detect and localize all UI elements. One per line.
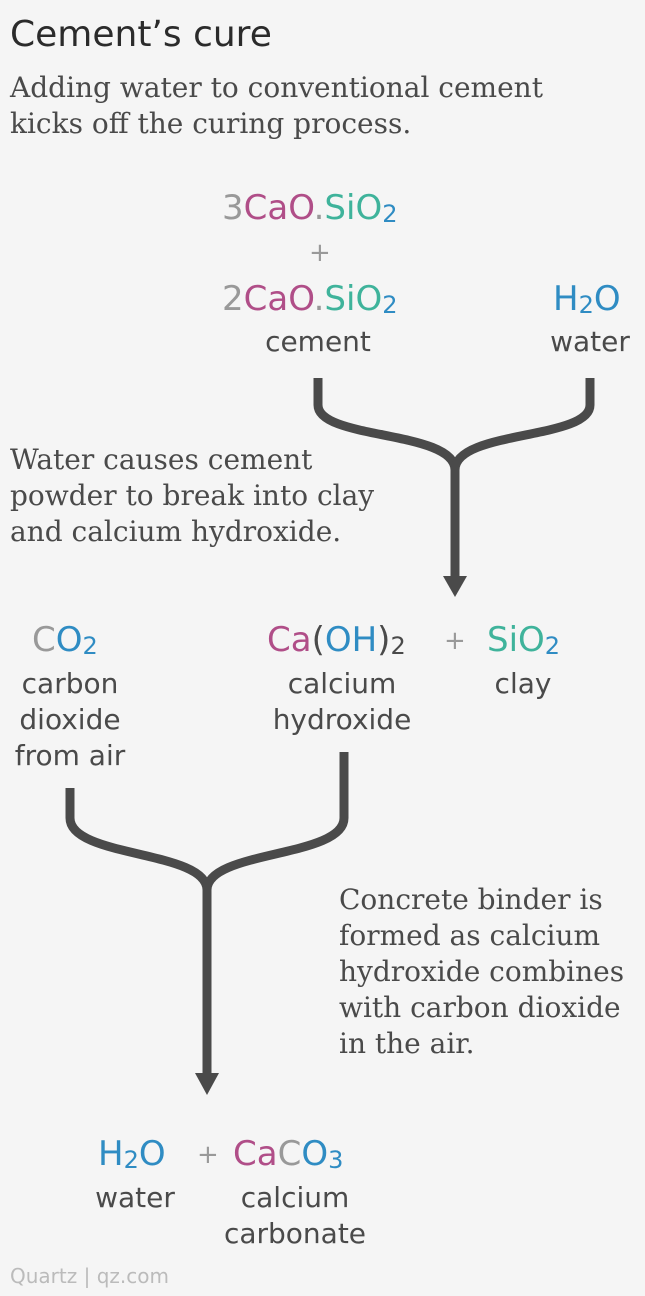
carbon-dioxide-formula: CO2	[32, 620, 98, 660]
note-binder-formation: Concrete binder is formed as calcium hyd…	[339, 883, 625, 1060]
calcium-hydroxide-label-line2: hydroxide	[272, 703, 412, 736]
silicon-dioxide-formula: SiO2	[487, 620, 561, 660]
calcium-carbonate-label-line1: calcium	[240, 1181, 350, 1214]
arrow-caoh2-branch	[202, 752, 349, 891]
plus-sign: +	[197, 1140, 219, 1170]
source-credit: Quartz | qz.com	[10, 1264, 169, 1288]
calcium-hydroxide-label-line1: calcium	[287, 667, 397, 700]
arrow-co2-branch	[65, 788, 212, 891]
arrowhead-2	[195, 1073, 219, 1095]
page-title: Cement’s cure	[10, 14, 272, 55]
calcium-hydroxide-formula: Ca(OH)2	[267, 620, 406, 660]
note-cement-breakdown: Water causes cement powder to break into…	[10, 443, 375, 548]
clay-label: clay	[494, 667, 552, 700]
arrowhead-1	[443, 576, 467, 597]
plus-sign: +	[444, 626, 466, 656]
tricalcium-silicate-formula: 3CaO.SiO2	[222, 188, 398, 228]
calcium-carbonate-formula: CaCO3	[233, 1134, 344, 1174]
arrow-water-branch	[450, 378, 595, 471]
carbon-dioxide-label-line3: from air	[14, 739, 126, 772]
dicalcium-silicate-formula: 2CaO.SiO2	[222, 279, 398, 319]
carbon-dioxide-label-line2: dioxide	[19, 703, 121, 736]
calcium-carbonate-label-line2: carbonate	[223, 1217, 367, 1250]
water-formula: H2O	[553, 279, 621, 319]
arrow-cement-branch	[313, 378, 460, 471]
page-subtitle: Adding water to conventional cement kick…	[10, 71, 543, 140]
water-label: water	[550, 325, 630, 358]
product-water-formula: H2O	[98, 1134, 166, 1174]
product-water-label: water	[95, 1181, 175, 1214]
cement-label: cement	[265, 325, 371, 358]
plus-sign: +	[309, 238, 331, 268]
carbon-dioxide-label-line1: carbon	[21, 667, 119, 700]
